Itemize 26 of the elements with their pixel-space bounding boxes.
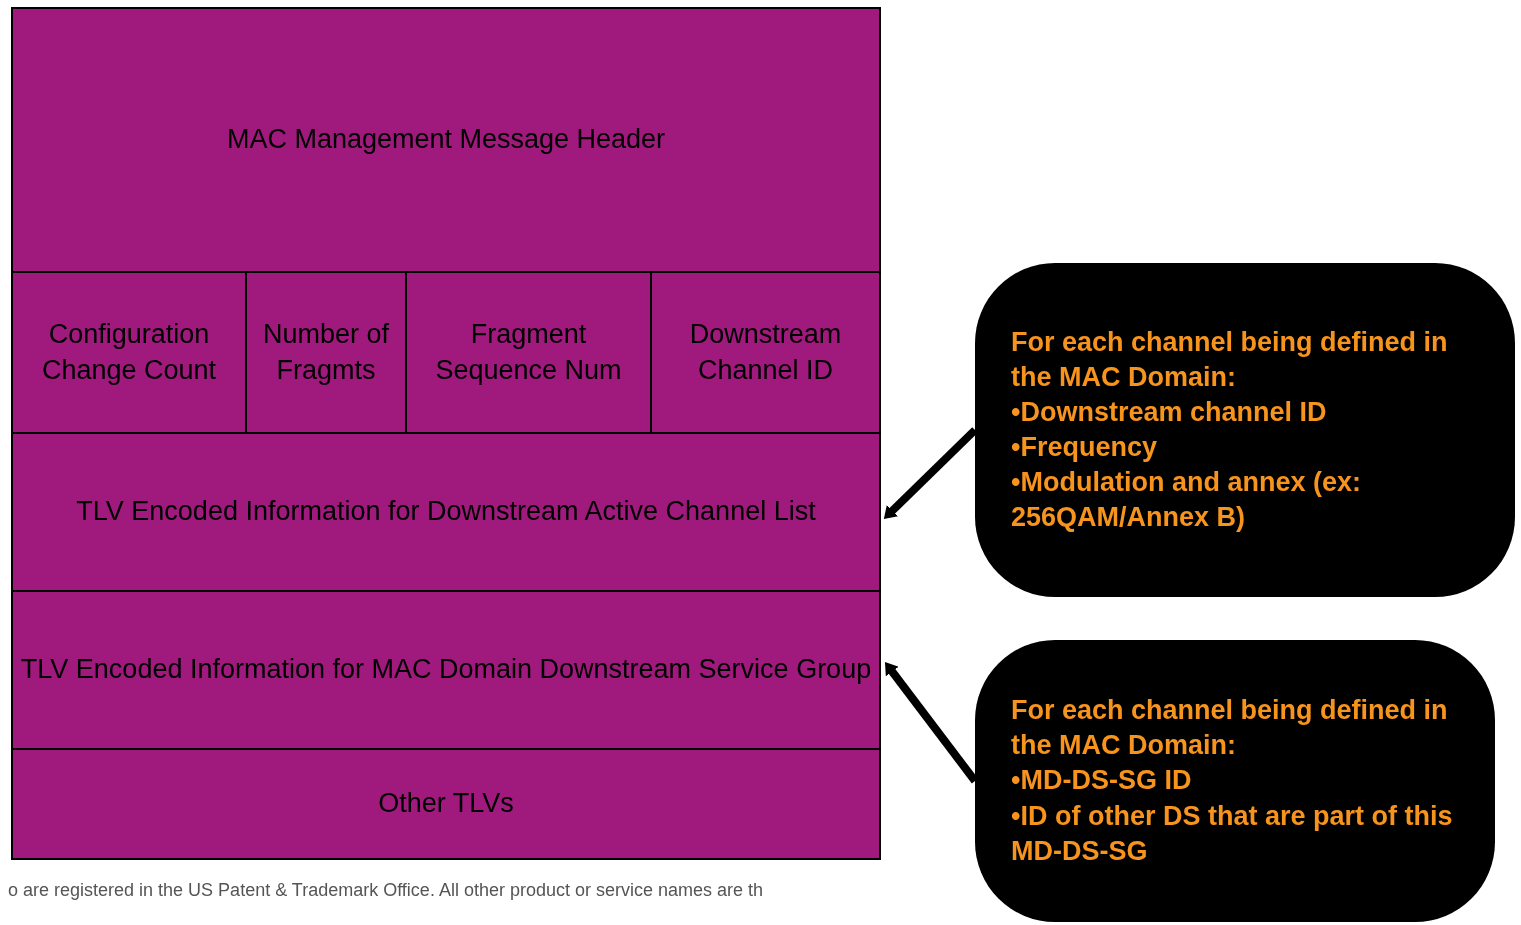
table-field (245, 271, 407, 434)
bullet-text: •MD-DS-SG ID (1011, 764, 1193, 798)
field-label: MAC Management Message Header (226, 123, 666, 157)
callout-heading: For each channel being defined in the MAC Domain: (1011, 325, 1449, 394)
field-label: TLV Encoded Information for MAC Domain Downstream Service Group (20, 653, 872, 687)
table-field (650, 271, 881, 434)
bullet-text: •Frequency (1011, 431, 1158, 464)
bullet-text: •ID of other DS that are part of this MD-DS-SG (1011, 799, 1454, 868)
field-label: Downstream Channel ID (688, 318, 843, 387)
callout-bubble (975, 263, 1515, 597)
callout-heading: For each channel being defined in the MAC Domain: (1011, 694, 1449, 763)
callout-bubble (975, 640, 1495, 922)
table-field (11, 271, 247, 434)
field-label: Configuration Change Count (40, 318, 218, 387)
tlv-field (11, 432, 881, 592)
tlv-field (11, 590, 881, 750)
header-field (11, 7, 881, 273)
field-label: Fragment Sequence Num (434, 318, 623, 387)
bullet-text: •Downstream channel ID (1011, 395, 1328, 429)
bullet-text: •Modulation and annex (ex: 256QAM/Annex B) (1011, 466, 1362, 535)
field-label: Number of Fragmts (261, 318, 391, 387)
field-label: Other TLVs (378, 787, 514, 821)
footer-note: o are registered in the US Patent & Trademark Office. All other product or service names are th (8, 880, 764, 901)
tlv-field (11, 748, 881, 860)
table-field (405, 271, 652, 434)
field-label: TLV Encoded Information for Downstream Active Channel List (76, 495, 816, 529)
